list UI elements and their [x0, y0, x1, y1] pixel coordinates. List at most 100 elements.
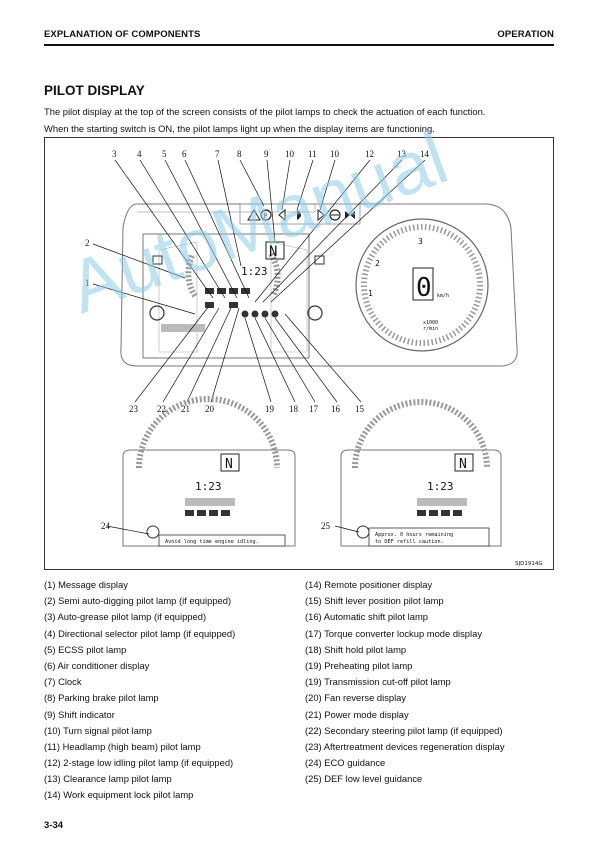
callout-number: 25 — [321, 521, 331, 531]
intro-line: When the starting switch is ON, the pilo… — [44, 123, 435, 134]
callout-number: 6 — [182, 149, 187, 159]
speedometer-gauge: 0 km/h x1000 r/min 2 3 1 — [355, 218, 489, 352]
legend-item: (21) Power mode display — [305, 708, 409, 720]
legend-right-column: (14) Remote positioner display (15) Shif… — [305, 577, 505, 787]
legend-item: (16) Automatic shift pilot lamp — [305, 611, 428, 623]
top-callouts: 3 4 5 6 7 8 9 10 11 10 12 13 14 — [112, 149, 430, 159]
callout-number: 7 — [215, 149, 220, 159]
intro-line: The pilot display at the top of the scre… — [44, 106, 486, 117]
callout-number: 11 — [308, 149, 317, 159]
callout-number: 15 — [355, 404, 365, 414]
callout-number: 2 — [85, 238, 90, 248]
legend-item: (15) Shift lever position pilot lamp — [305, 595, 444, 607]
legend-left-column: (1) Message display (2) Semi auto-diggin… — [44, 577, 235, 804]
sub-clock-right: 1:23 — [427, 480, 454, 493]
legend-item: (14) Remote positioner display — [305, 579, 433, 590]
rpm-scale: x1000 — [423, 320, 438, 326]
warning-triangle-icon — [247, 209, 261, 221]
callout-number: 18 — [289, 404, 299, 414]
left-callouts: 2 1 — [85, 238, 90, 288]
headlamp-icon — [297, 210, 301, 220]
callout-number: 21 — [181, 404, 190, 414]
rpm-unit: r/min — [423, 326, 438, 332]
legend-item: (2) Semi auto-digging pilot lamp (if equ… — [44, 595, 232, 607]
callout-number: 4 — [137, 149, 142, 159]
sub-clock-left: 1:23 — [195, 480, 222, 493]
legend-item: (19) Transmission cut-off pilot lamp — [305, 676, 451, 688]
shift-indicator-text: N — [269, 244, 277, 260]
sub-shift-indicator: N — [459, 457, 467, 472]
page-title: PILOT DISPLAY — [44, 83, 145, 98]
callout-number: 23 — [129, 404, 139, 414]
svg-text:P: P — [264, 213, 268, 220]
legend-item: (4) Directional selector pilot lamp (if … — [44, 627, 236, 639]
callout-number: 12 — [365, 149, 374, 159]
work-equipment-lock-icon — [345, 211, 355, 219]
sub-display-eco: N 1:23 Avoid long time engine idling. 24 — [101, 396, 296, 547]
sub-display-def: N 1:23 Approx. 0 hours remaining to DEF … — [321, 399, 502, 547]
callout-number: 9 — [264, 149, 269, 159]
callout-number: 19 — [265, 404, 275, 414]
callout-number: 16 — [331, 404, 341, 414]
legend-item: (6) Air conditioner display — [44, 659, 150, 671]
figure-code: SJD1914G — [515, 561, 543, 567]
turn-signal-left-icon — [278, 208, 286, 222]
header-section-title: EXPLANATION OF COMPONENTS — [44, 29, 201, 40]
callout-number: 22 — [157, 404, 166, 414]
legend-item: (20) Fan reverse display — [305, 692, 407, 704]
legend-item: (7) Clock — [44, 676, 82, 688]
callout-number: 8 — [237, 149, 242, 159]
callout-number: 20 — [205, 404, 215, 414]
legend-item: (22) Secondary steering pilot lamp (if e… — [305, 724, 503, 736]
callout-number: 14 — [420, 149, 430, 159]
side-buttons — [149, 255, 325, 321]
legend-item: (13) Clearance lamp pilot lamp — [44, 773, 172, 785]
gauge-label: 2 — [375, 259, 380, 268]
callout-number: 10 — [330, 149, 340, 159]
header-rule — [44, 44, 554, 46]
legend-item: (11) Headlamp (high beam) pilot lamp — [44, 740, 201, 752]
speed-digit: 0 — [416, 273, 432, 303]
callout-number: 13 — [397, 149, 407, 159]
intro-text: The pilot display at the top of the scre… — [44, 103, 564, 137]
callout-number: 10 — [285, 149, 295, 159]
speed-unit: km/h — [437, 293, 449, 299]
page-number: 3-34 — [44, 820, 64, 831]
callout-number: 1 — [85, 278, 90, 288]
legend-item: (3) Auto-grease pilot lamp (if equipped) — [44, 611, 207, 623]
callout-number: 17 — [309, 404, 319, 414]
legend-item: (25) DEF low level guidance — [305, 773, 423, 785]
low-idling-icon — [329, 209, 341, 221]
message-right-line: to DEF refill caution. — [375, 539, 444, 545]
legend-item: (17) Torque converter lockup mode displa… — [305, 627, 483, 639]
callout-number: 3 — [112, 149, 117, 159]
bottom-callouts: 23 22 21 20 19 18 17 16 15 — [129, 404, 365, 414]
legend-item: (18) Shift hold pilot lamp — [305, 643, 407, 655]
callout-number: 24 — [101, 521, 111, 531]
message-left: Avoid long time engine idling. — [165, 539, 259, 545]
callout-number: 5 — [162, 149, 167, 159]
legend-item: (14) Work equipment lock pilot lamp — [44, 789, 194, 801]
legend-item: (10) Turn signal pilot lamp — [44, 724, 152, 736]
legend-item: (23) Aftertreatment devices regeneration… — [305, 740, 505, 752]
parking-brake-icon: P — [260, 209, 272, 221]
clock-text: 1:23 — [241, 265, 268, 278]
legend-item: (24) ECO guidance — [305, 757, 386, 769]
dashboard-illustration: P N 1:23 — [85, 149, 543, 567]
legend-item: (12) 2-stage low idling pilot lamp (if e… — [44, 757, 234, 769]
legend-item: (1) Message display — [44, 579, 128, 590]
message-right-line: Approx. 0 hours remaining — [375, 532, 453, 538]
legend-item: (5) ECSS pilot lamp — [44, 643, 127, 655]
legend-item: (9) Shift indicator — [44, 708, 115, 720]
gauge-label: 3 — [418, 237, 423, 246]
page-header: EXPLANATION OF COMPONENTS OPERATION — [44, 27, 554, 43]
legend-item: (19) Preheating pilot lamp — [305, 659, 413, 671]
shift-indicator: N — [265, 241, 285, 260]
gauge-label: 1 — [368, 289, 373, 298]
header-chapter-title: OPERATION — [497, 29, 554, 40]
dashboard-figure: P N 1:23 — [44, 137, 554, 570]
legend-item: (8) Parking brake pilot lamp — [44, 692, 159, 704]
turn-signal-right-icon — [317, 208, 325, 222]
sub-shift-indicator: N — [225, 457, 233, 472]
callout-leaders — [92, 159, 426, 403]
